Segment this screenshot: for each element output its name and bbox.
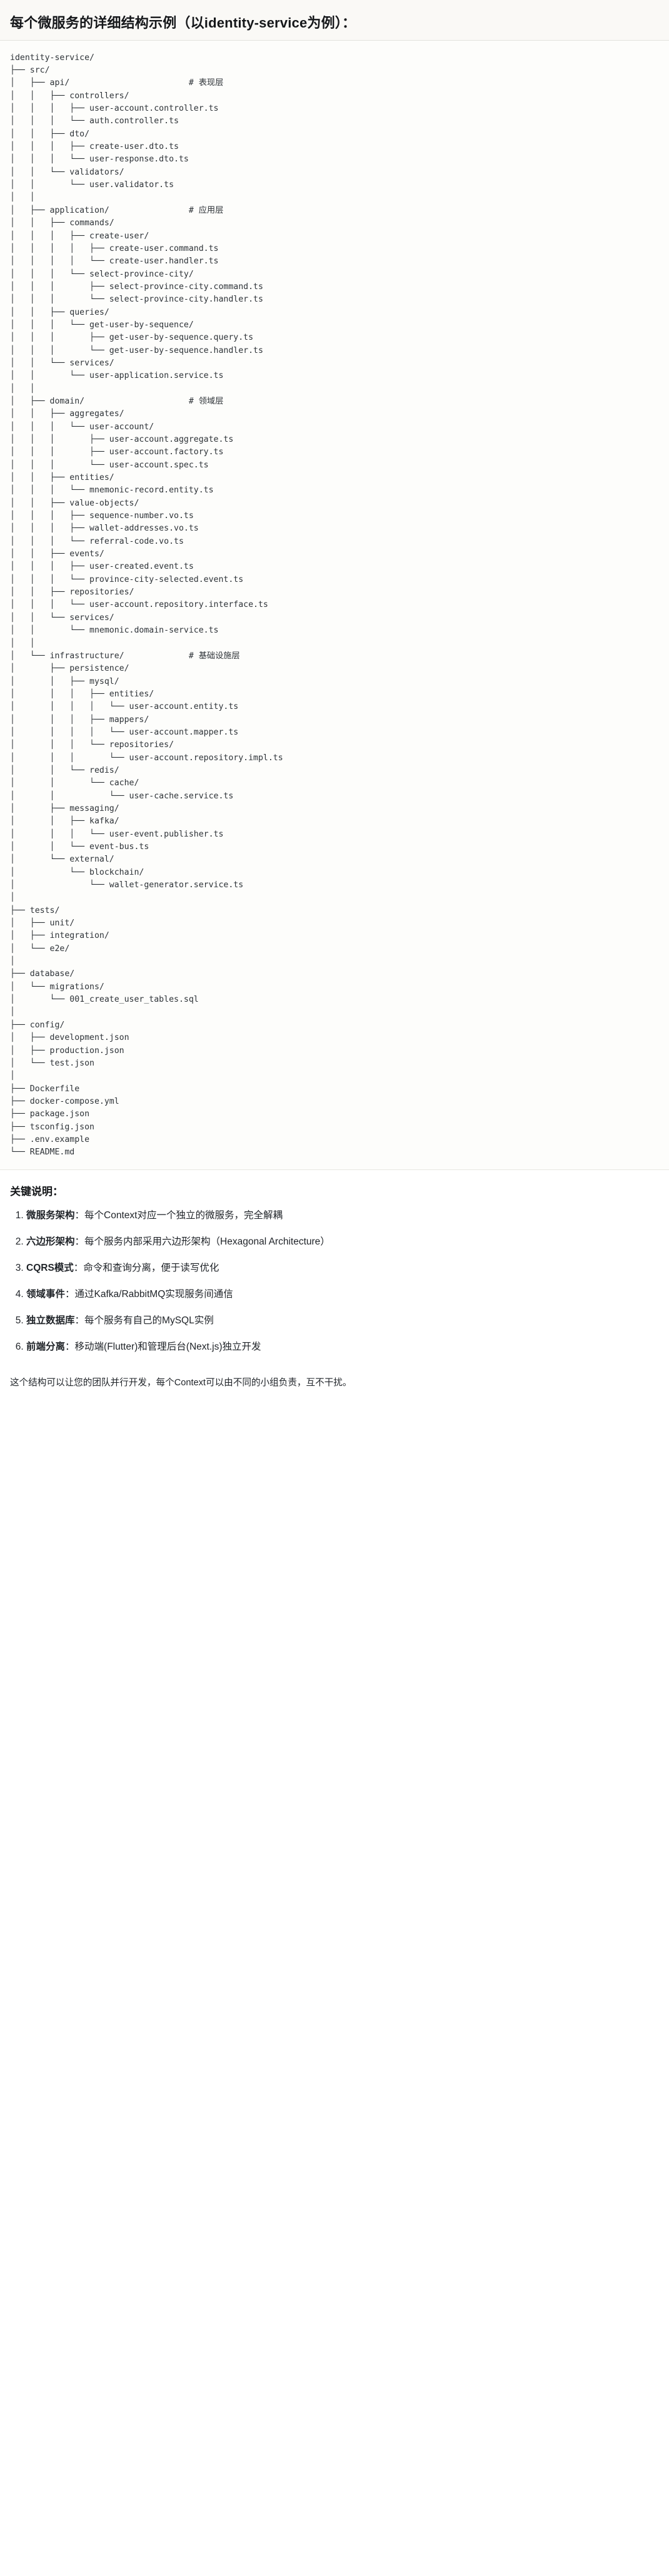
list-item: CQRS模式：命令和查询分离，便于读写优化 xyxy=(26,1261,659,1276)
notes-title: 关键说明： xyxy=(10,1185,63,1198)
note-separator: ： xyxy=(74,1315,85,1326)
note-term: 领域事件 xyxy=(26,1288,66,1300)
heading-section: 每个微服务的详细结构示例（以identity-service为例）： xyxy=(0,0,669,41)
note-separator: ： xyxy=(65,1288,75,1300)
page-title: 每个微服务的详细结构示例（以identity-service为例）： xyxy=(10,15,356,31)
note-description: 命令和查询分离，便于读写优化 xyxy=(83,1262,219,1273)
page-root: 每个微服务的详细结构示例（以identity-service为例）： ident… xyxy=(0,0,669,1404)
note-term: 六边形架构 xyxy=(26,1236,75,1247)
directory-tree-section: identity-service/ ├── src/ │ ├── api/ # … xyxy=(0,40,669,1170)
notes-section: 关键说明： 微服务架构：每个Context对应一个独立的微服务，完全解耦 六边形… xyxy=(0,1169,669,1372)
note-term: CQRS模式 xyxy=(26,1262,74,1273)
closing-paragraph: 这个结构可以让您的团队并行开发，每个Context可以由不同的小组负责，互不干扰… xyxy=(10,1377,352,1388)
note-separator: ： xyxy=(65,1341,75,1352)
list-item: 独立数据库：每个服务有自己的MySQL实例 xyxy=(26,1313,659,1328)
closing-section: 这个结构可以让您的团队并行开发，每个Context可以由不同的小组负责，互不干扰… xyxy=(0,1372,669,1405)
list-item: 六边形架构：每个服务内部采用六边形架构（Hexagonal Architectu… xyxy=(26,1235,659,1250)
note-description: 每个服务有自己的MySQL实例 xyxy=(84,1315,214,1326)
note-separator: ： xyxy=(73,1262,84,1273)
note-term: 前端分离 xyxy=(26,1341,66,1352)
note-description: 移动端(Flutter)和管理后台(Next.js)独立开发 xyxy=(74,1341,261,1352)
note-description: 通过Kafka/RabbitMQ实现服务间通信 xyxy=(74,1288,233,1300)
note-separator: ： xyxy=(74,1209,85,1221)
notes-list: 微服务架构：每个Context对应一个独立的微服务，完全解耦 六边形架构：每个服… xyxy=(10,1208,659,1355)
list-item: 前端分离：移动端(Flutter)和管理后台(Next.js)独立开发 xyxy=(26,1340,659,1355)
note-description: 每个Context对应一个独立的微服务，完全解耦 xyxy=(84,1209,283,1221)
note-separator: ： xyxy=(74,1236,85,1247)
note-description: 每个服务内部采用六边形架构（Hexagonal Architecture） xyxy=(84,1236,330,1247)
directory-tree: identity-service/ ├── src/ │ ├── api/ # … xyxy=(10,53,283,1158)
note-term: 独立数据库 xyxy=(26,1315,75,1326)
list-item: 领域事件：通过Kafka/RabbitMQ实现服务间通信 xyxy=(26,1287,659,1302)
list-item: 微服务架构：每个Context对应一个独立的微服务，完全解耦 xyxy=(26,1208,659,1223)
note-term: 微服务架构 xyxy=(26,1209,75,1221)
